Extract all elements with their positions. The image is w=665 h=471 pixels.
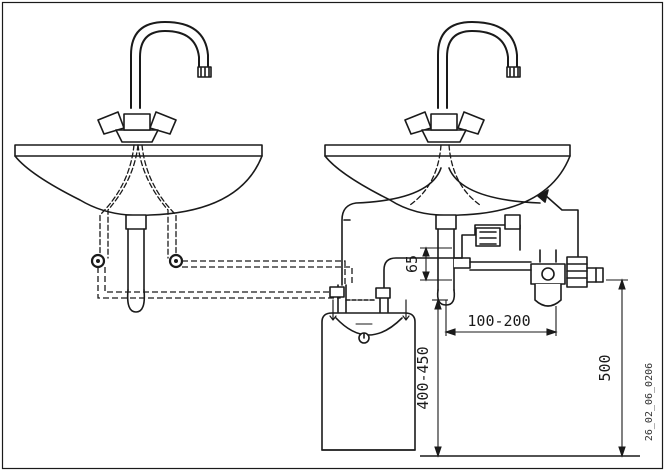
- left-sink-assembly: [14, 21, 263, 313]
- dimension-100-200: 100-200: [467, 312, 530, 330]
- heater-body: [321, 312, 416, 451]
- connecting-pipes: [97, 260, 353, 299]
- left-drain-trap: [125, 214, 147, 313]
- dimension-400-450: 400-450: [414, 346, 432, 409]
- safety-valve: [469, 249, 604, 307]
- dimension-65: 65: [403, 255, 421, 273]
- dimension-lines: [420, 246, 640, 458]
- left-faucet: [97, 21, 212, 143]
- water-heater: [321, 284, 416, 451]
- right-faucet: [404, 21, 521, 143]
- reference-code: 26_02_06_0206: [644, 363, 655, 441]
- dimension-500: 500: [596, 354, 614, 381]
- right-sink-assembly: [324, 21, 604, 307]
